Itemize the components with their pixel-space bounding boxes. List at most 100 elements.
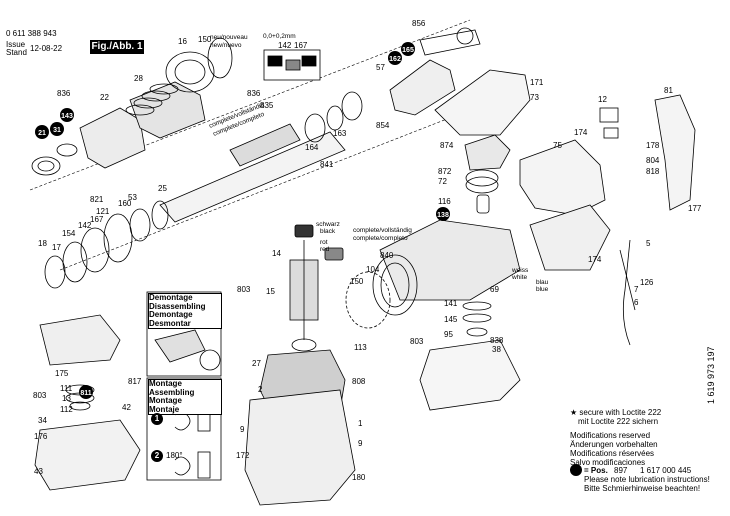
marker-162: 162 xyxy=(389,56,401,63)
callout-43: 43 xyxy=(34,467,43,476)
callout-73: 73 xyxy=(530,93,539,102)
marker-165: 165 xyxy=(402,47,414,54)
callout-163: 163 xyxy=(333,129,347,138)
motor-housing xyxy=(244,389,356,506)
motor-housing-cover xyxy=(519,139,611,271)
callout-112: 112 xyxy=(60,405,73,414)
disassembly-line-1: Demontage xyxy=(149,293,193,302)
spindle-tube xyxy=(159,91,363,223)
callout-141: 141 xyxy=(444,299,458,308)
crank-assembly xyxy=(389,27,481,116)
callout-178: 178 xyxy=(646,141,660,150)
modification-note-4: Salvo modificaciones xyxy=(570,458,646,467)
step-1-marker: 1 xyxy=(151,413,163,425)
callout-7: 7 xyxy=(634,285,639,294)
callout-2: 2 xyxy=(258,385,263,394)
callout-126: 126 xyxy=(640,278,654,287)
callout-42: 42 xyxy=(122,403,131,412)
callout-13: 13 xyxy=(62,394,71,403)
washers xyxy=(462,301,492,337)
callout-854: 854 xyxy=(376,121,390,130)
callout-804: 804 xyxy=(646,156,660,165)
callout-38: 38 xyxy=(492,345,501,354)
pos-label: = Pos. xyxy=(584,466,608,475)
side-document-code: 1 619 973 197 xyxy=(706,346,716,404)
callout-803: 803 xyxy=(237,285,251,294)
issue-label: Issue xyxy=(6,40,26,49)
callout-874: 874 xyxy=(440,141,454,150)
top-cover xyxy=(434,69,531,136)
callout-25: 25 xyxy=(158,184,167,193)
callout-808: 808 xyxy=(352,377,366,386)
loctite-note-1: ★ secure with Loctite 222 xyxy=(570,408,662,417)
modification-note-3: Modifications réservées xyxy=(570,449,655,458)
callout-18: 18 xyxy=(38,239,47,248)
callout-836b: 836 xyxy=(247,89,261,98)
assembly-line-3: Montage xyxy=(149,396,182,405)
callout-803b: 803 xyxy=(410,337,424,346)
disassembly-line-4: Desmontar xyxy=(149,318,191,328)
bottom-housing xyxy=(34,419,141,491)
callout-145: 145 xyxy=(444,315,458,324)
callout-111: 111 xyxy=(60,384,73,393)
carrying-case-tray xyxy=(419,339,521,411)
callout-150b: 150 xyxy=(350,277,364,286)
position-markers xyxy=(35,42,582,476)
assembly-step-2-spring xyxy=(174,451,211,479)
complete-label-lower-1: complete/vollständig xyxy=(353,227,412,234)
assembly-line-2: Assembling xyxy=(149,387,195,397)
barrel-guide-lines xyxy=(29,19,471,271)
callout-872: 872 xyxy=(438,167,452,176)
rot-label: rot xyxy=(320,239,328,246)
issue-date: 12-08-22 xyxy=(30,44,63,53)
white-label: white xyxy=(511,274,528,281)
complete-label-lower-2: complete/completo xyxy=(353,235,408,242)
callout-836: 836 xyxy=(57,89,71,98)
callout-177: 177 xyxy=(688,204,702,213)
callout-53: 53 xyxy=(128,193,137,202)
modification-note-1: Modifications reserved xyxy=(570,431,651,440)
marker-21: 21 xyxy=(38,130,46,137)
callout-841: 841 xyxy=(320,160,334,169)
marker-811: 811 xyxy=(80,390,91,397)
callout-75: 75 xyxy=(553,141,562,150)
callout-154: 154 xyxy=(62,229,76,238)
callout-171: 171 xyxy=(530,78,544,87)
callout-817: 817 xyxy=(128,377,142,386)
disassembly-line-2: Disassembling xyxy=(149,301,206,311)
pos-number: 897 xyxy=(614,466,628,475)
callout-174: 174 xyxy=(574,128,588,137)
marker-143: 143 xyxy=(61,113,73,120)
assembly-line-4: Montaje xyxy=(149,404,180,414)
callout-57: 57 xyxy=(376,63,385,72)
disassembly-line-3: Demontage xyxy=(149,310,193,319)
callout-142b: 142 xyxy=(78,221,92,230)
callout-818: 818 xyxy=(646,167,660,176)
callout-15: 15 xyxy=(266,287,275,296)
callout-81: 81 xyxy=(664,86,673,95)
modification-note-2: Änderungen vorbehalten xyxy=(570,440,658,449)
callout-167b: 167 xyxy=(90,215,104,224)
stand-label: Stand xyxy=(6,48,27,57)
black-label: black xyxy=(320,228,336,235)
blue-label: blue xyxy=(536,286,549,293)
lubrication-note-2: Bitte Schmierhinweise beachten! xyxy=(584,484,701,493)
callout-180: 180 xyxy=(352,473,366,482)
marker-31: 31 xyxy=(53,127,61,134)
rotation-angle: 180° xyxy=(166,451,183,460)
callout-95: 95 xyxy=(444,330,453,339)
callout-803c: 803 xyxy=(33,391,47,400)
callout-16: 16 xyxy=(178,37,187,46)
callout-175: 175 xyxy=(55,369,69,378)
weiss-label: weiss xyxy=(511,267,529,274)
tolerance-gauge xyxy=(263,49,321,81)
seal-ring xyxy=(345,271,391,329)
disassembly-box: Demontage Disassembling Demontage Desmon… xyxy=(148,293,222,329)
callout-176: 176 xyxy=(34,432,48,441)
callout-9b: 9 xyxy=(358,439,363,448)
callout-6: 6 xyxy=(634,298,639,307)
pos-part-number: 1 617 000 445 xyxy=(640,466,692,475)
callout-9: 9 xyxy=(240,425,245,434)
red-label: red xyxy=(320,246,330,253)
